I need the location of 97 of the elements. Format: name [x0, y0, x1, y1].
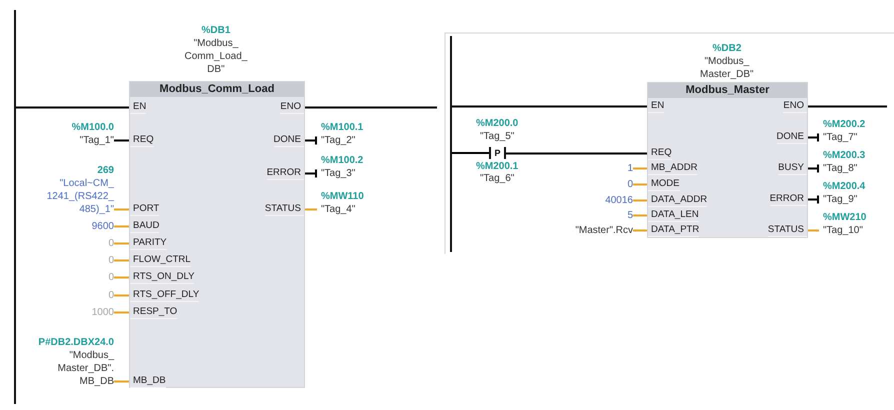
- pin-label: MB_DB: [130, 375, 166, 388]
- pin-label: STATUS: [768, 224, 807, 237]
- wire: [304, 168, 317, 178]
- wire: [633, 184, 648, 186]
- constant-value: "Local~CM_ 1241_(RS422_ 485)_1": [46, 176, 114, 216]
- operand-address: %M200.2: [823, 118, 866, 130]
- operand-address: P#DB2.DBX24.0: [38, 336, 114, 348]
- pin-label: PORT: [130, 203, 160, 216]
- edge-contact: P: [489, 146, 506, 160]
- default-value: 1000: [92, 306, 114, 318]
- instance-db-name: "Modbus_ Comm_Load_ DB": [184, 36, 248, 76]
- wire: [304, 208, 317, 210]
- pin-label: PARITY: [130, 237, 167, 250]
- wire: [114, 208, 130, 210]
- wire: [807, 132, 819, 142]
- tag-name: "Tag_6": [480, 172, 514, 184]
- tag-name: "Tag_1": [80, 134, 114, 146]
- wire: [114, 226, 130, 228]
- pin-label: ENO: [280, 101, 304, 114]
- pin-label: STATUS: [264, 203, 304, 216]
- wire: [633, 230, 648, 232]
- pin-label: EN: [130, 101, 146, 114]
- constant-value: 0: [627, 178, 633, 190]
- operand-address: %M100.0: [72, 120, 114, 134]
- pin-label: MODE: [648, 178, 680, 191]
- pin-label: RESP_TO: [130, 306, 178, 319]
- constant-value: 40016: [605, 194, 633, 206]
- tag-name: "Modbus_ Master_DB". MB_DB: [58, 348, 114, 388]
- wire: [633, 200, 648, 202]
- operand-address: %M200.1: [476, 160, 518, 172]
- pin-label: ERROR: [770, 193, 807, 206]
- function-block: [130, 82, 304, 387]
- wire: [114, 312, 130, 314]
- wire: [807, 106, 887, 108]
- pin-label: ENO: [783, 100, 807, 113]
- constant-value: 9600: [92, 220, 114, 232]
- default-value: 0: [108, 254, 114, 266]
- pin-label: RTS_ON_DLY: [130, 271, 194, 284]
- operand-address: %M100.2: [321, 154, 364, 166]
- operand-address: %MW110: [321, 190, 364, 202]
- tag-name: "Tag_2": [321, 134, 356, 146]
- block-header: Modbus_Comm_Load: [130, 82, 304, 97]
- wire: [506, 152, 648, 154]
- pin-label: DATA_LEN: [648, 209, 699, 222]
- operand-address: %MW210: [823, 210, 866, 224]
- wire: [807, 164, 819, 174]
- wire: [16, 106, 130, 108]
- operand-address: %M200.3: [823, 148, 866, 162]
- operand-address: %M200.4: [823, 180, 866, 192]
- wire: [807, 230, 819, 232]
- tag-name: "Master".Rcv: [575, 224, 633, 236]
- tag-name: "Tag_9": [823, 192, 858, 206]
- wire: [633, 168, 648, 170]
- default-value: 0: [108, 288, 114, 302]
- tag-name: "Tag_10": [823, 224, 863, 236]
- wire: [114, 380, 130, 382]
- wire: [114, 242, 130, 244]
- pin-label: DONE: [776, 131, 807, 144]
- operand-address: 269: [97, 164, 114, 176]
- pin-label: REQ: [130, 134, 154, 147]
- pin-label: BUSY: [778, 162, 807, 175]
- constant-value: 1: [627, 162, 633, 174]
- pin-label: DATA_PTR: [648, 224, 700, 237]
- default-value: 0: [108, 236, 114, 250]
- wire: [304, 106, 437, 108]
- pin-label: ERROR: [266, 167, 304, 180]
- wire: [452, 152, 489, 154]
- wire: [114, 260, 130, 262]
- operand-address: %M200.0: [476, 116, 518, 130]
- wire: [633, 214, 648, 216]
- tag-name: "Tag_5": [480, 130, 514, 142]
- pin-label: RTS_OFF_DLY: [130, 289, 200, 302]
- pin-label: DONE: [274, 134, 304, 147]
- pin-label: BAUD: [130, 220, 160, 233]
- constant-value: 5: [627, 208, 633, 222]
- wire: [304, 136, 317, 146]
- tag-name: "Tag_8": [823, 162, 858, 174]
- pin-label: MB_ADDR: [648, 162, 698, 175]
- tag-name: "Tag_4": [321, 202, 356, 216]
- instance-db-name: "Modbus_ Master_DB": [700, 54, 754, 80]
- wire: [114, 276, 130, 278]
- default-value: 0: [108, 270, 114, 284]
- wire: [452, 106, 648, 108]
- instance-db-address: %DB1: [202, 24, 230, 36]
- wire: [114, 140, 130, 142]
- function-block: [648, 83, 807, 237]
- wire: [807, 194, 819, 204]
- instance-db-address: %DB2: [712, 42, 742, 54]
- pin-label: REQ: [648, 147, 672, 160]
- block-header: Modbus_Master: [648, 83, 807, 98]
- pin-label: DATA_ADDR: [648, 194, 708, 207]
- wire: [114, 294, 130, 296]
- pin-label: EN: [648, 100, 664, 113]
- tag-name: "Tag_3": [321, 166, 356, 180]
- tag-name: "Tag_7": [823, 130, 858, 144]
- pin-label: FLOW_CTRL: [130, 254, 191, 267]
- operand-address: %M100.1: [321, 120, 364, 134]
